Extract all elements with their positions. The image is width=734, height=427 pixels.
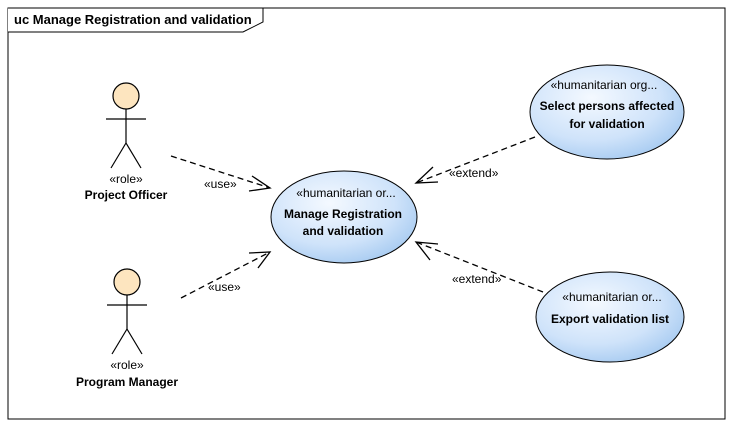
connector-extend-export[interactable]: «extend» [414, 241, 544, 293]
connector-use-project-officer[interactable]: «use» [170, 155, 272, 192]
use-case-name-line: and validation [303, 224, 384, 238]
connector-arrowhead [414, 241, 439, 261]
actor-stereotype: «role» [110, 358, 144, 372]
actor-program-manager[interactable]: «role» Program Manager [76, 268, 178, 389]
connector-label-use-2: «use» [208, 280, 241, 294]
actor-head-icon [112, 82, 140, 110]
use-case-stereotype: «humanitarian or... [296, 186, 395, 200]
connector-arrowhead [248, 175, 272, 192]
use-case-name-line: Manage Registration [284, 207, 402, 221]
frame-title-tab [8, 7, 264, 33]
connector-extend-select[interactable]: «extend» [414, 136, 536, 184]
use-case-name-line: for validation [569, 117, 644, 131]
actor-name: Program Manager [76, 375, 178, 389]
actor-stereotype: «role» [109, 172, 143, 186]
use-case-manage-registration[interactable]: «humanitarian or... Manage Registration … [270, 170, 418, 264]
actor-name: Project Officer [85, 188, 168, 202]
use-case-select-persons[interactable]: «humanitarian org... Select persons affe… [529, 64, 685, 160]
connector-label-extend-2: «extend» [452, 272, 502, 286]
diagram-title: uc Manage Registration and validation [14, 12, 252, 27]
use-case-stereotype: «humanitarian org... [551, 78, 658, 92]
connector-label-use-1: «use» [204, 177, 237, 191]
use-case-name-line: Select persons affected [540, 99, 675, 113]
actor-project-officer[interactable]: «role» Project Officer [85, 82, 168, 202]
use-case-stereotype: «humanitarian or... [562, 290, 661, 304]
use-case-name-line: Export validation list [551, 312, 669, 326]
connector-use-program-manager[interactable]: «use» [180, 251, 272, 299]
use-case-export-validation[interactable]: «humanitarian or... Export validation li… [535, 271, 685, 363]
connector-arrowhead [414, 166, 439, 184]
connector-arrowhead [248, 251, 272, 269]
actor-head-icon [113, 268, 141, 296]
connector-label-extend-1: «extend» [449, 166, 499, 180]
